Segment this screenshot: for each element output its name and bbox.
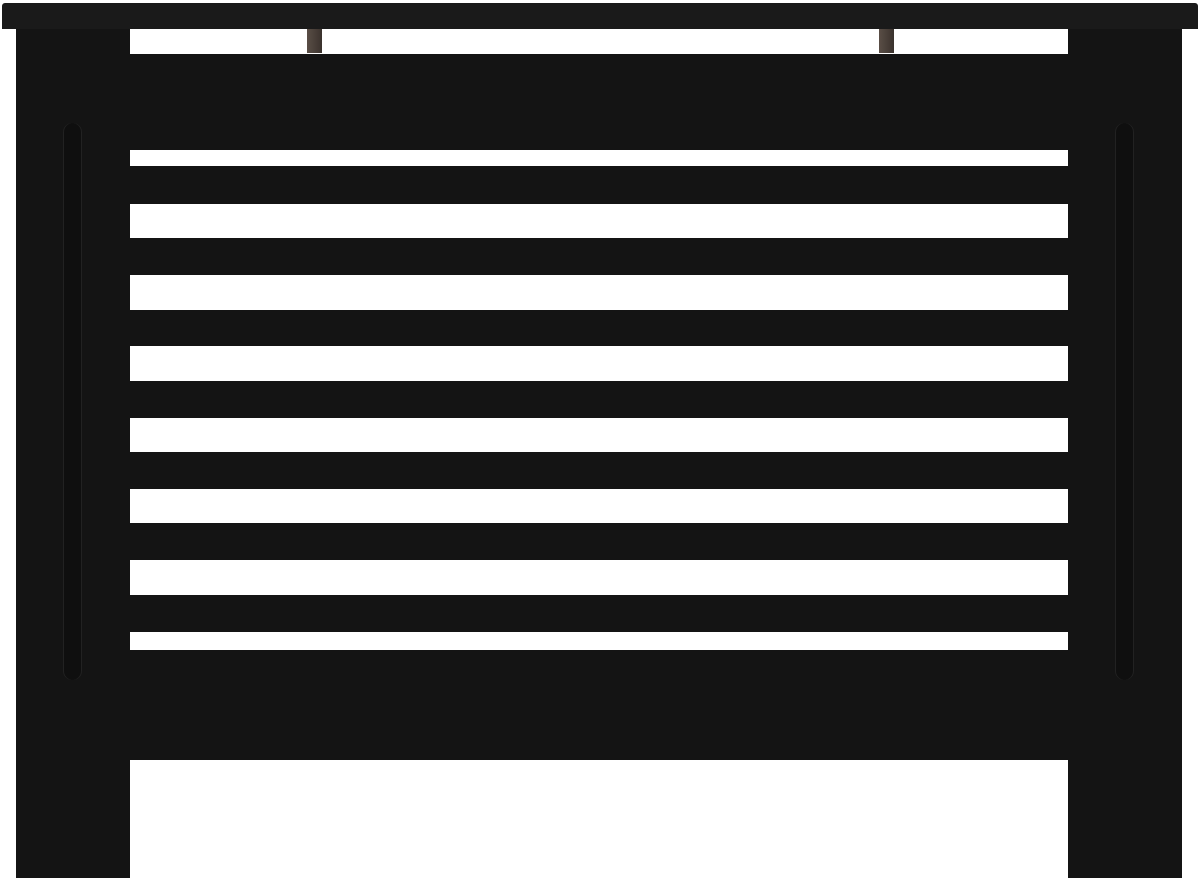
slat-gap [130, 204, 1068, 238]
cover-frame [16, 29, 1182, 760]
right-panel-groove [1115, 123, 1134, 680]
left-leg [16, 760, 130, 878]
slat-gap [130, 150, 1068, 166]
slat-gap [130, 489, 1068, 523]
top-shelf [2, 3, 1198, 29]
floor-opening [130, 760, 1068, 881]
left-panel-groove [63, 123, 82, 680]
shelf-bracket-right [879, 29, 894, 53]
slat-gap [130, 346, 1068, 381]
slat-gap [130, 418, 1068, 452]
slat-gap [130, 632, 1068, 650]
slat-gap [130, 560, 1068, 595]
right-leg [1068, 760, 1182, 878]
shelf-bracket-left [307, 29, 322, 53]
top-opening [130, 29, 1068, 54]
slat-gap [130, 275, 1068, 310]
